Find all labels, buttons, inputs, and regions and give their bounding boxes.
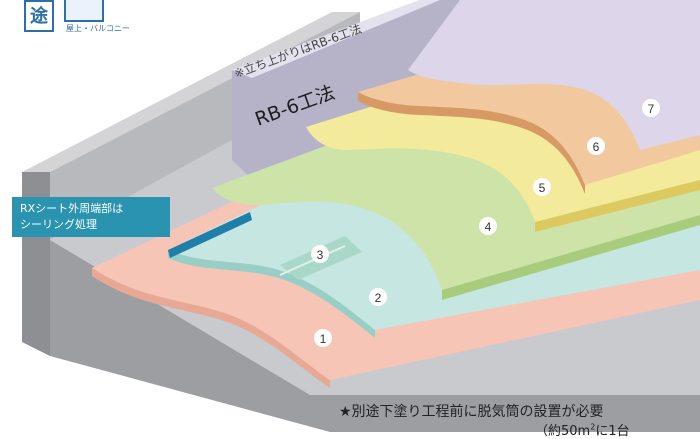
layer-label-6: 6 — [593, 140, 600, 154]
layer-number-5 — [533, 178, 551, 196]
layer-label-1: 1 — [320, 332, 327, 346]
footnote-sup: 2 — [590, 422, 596, 432]
layer-number-7 — [642, 99, 660, 117]
layer-label-3: 3 — [317, 248, 324, 262]
footnote-line-2: （約50m2に1台 — [535, 420, 630, 439]
layer-label-2: 2 — [375, 291, 382, 305]
layer-number-3 — [311, 245, 329, 263]
roof-balcony-icon — [64, 0, 104, 22]
layer-2-edge — [168, 250, 375, 338]
layer-number-2 — [369, 288, 387, 306]
layer-5-edge — [535, 180, 700, 232]
callout-line-2: シーリング処理 — [20, 218, 97, 231]
layer-6-edge — [358, 92, 585, 194]
layer-number-1 — [314, 329, 332, 347]
base-slab — [50, 232, 700, 432]
layer-1-edge — [92, 268, 330, 388]
layer-label-4: 4 — [485, 220, 492, 234]
footnote-line-1: ★別途下塗り工程前に脱気筒の設置が必要 — [339, 404, 604, 420]
layer-label-7: 7 — [648, 102, 655, 116]
callout-line-1: RXシート外周端部は — [20, 202, 124, 215]
upright-wall-face — [232, 0, 440, 78]
layer-3-seam — [279, 245, 346, 276]
layer-number-4 — [479, 217, 497, 235]
parapet-top — [22, 12, 360, 172]
sealing-callout: RXシート外周端部は シーリング処理 — [12, 197, 170, 237]
application-badge: 途 — [24, 0, 54, 32]
roof-balcony-label: 屋上・バルコニー — [66, 24, 130, 33]
layer-label-5: 5 — [539, 181, 546, 195]
sealing-edge — [168, 212, 252, 258]
layer-4-edge — [442, 215, 700, 300]
layer-7 — [408, 0, 700, 150]
layer-number-6 — [587, 137, 605, 155]
